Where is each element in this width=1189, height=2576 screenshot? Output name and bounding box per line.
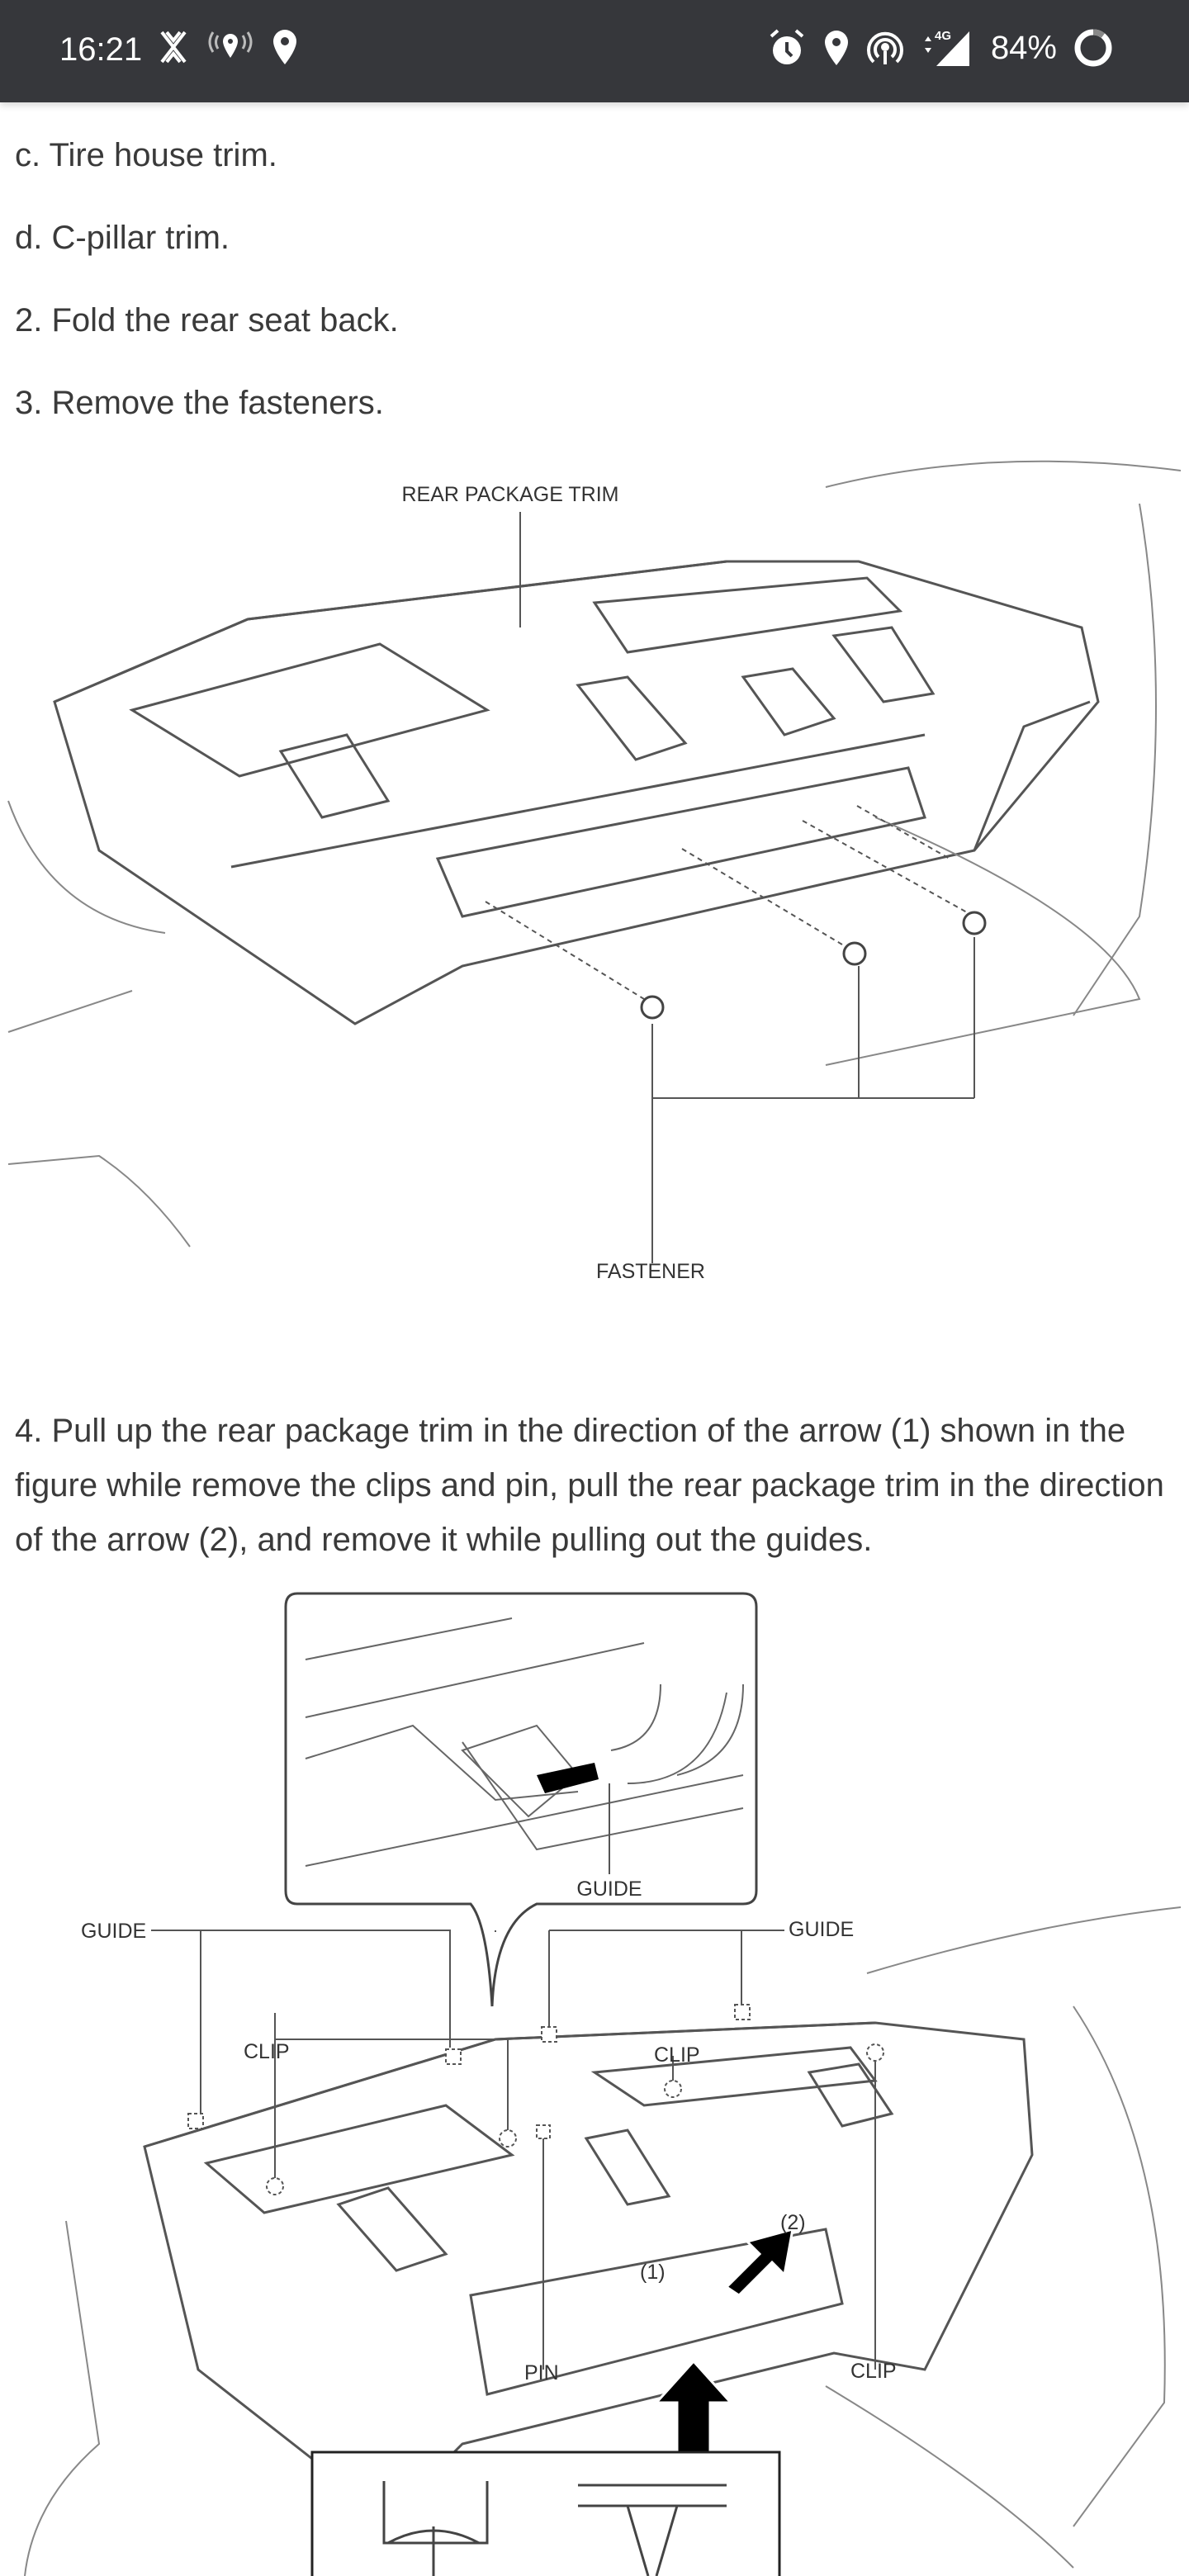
label-arrow-2: (2) xyxy=(780,2211,806,2234)
status-bar: 16:21 4G 84% xyxy=(0,0,1189,102)
hotspot-icon xyxy=(866,31,903,64)
arrow-1-icon xyxy=(653,2359,734,2454)
figure-rear-package-trim-fasteners: REAR PACKAGE TRIM FASTENER xyxy=(7,460,1182,1280)
network-type: 4G xyxy=(935,29,951,43)
label-fastener: FASTENER xyxy=(596,1260,705,1280)
clock: 16:21 xyxy=(59,31,143,68)
label-clip-right: CLIP xyxy=(850,2360,897,2383)
wireless-location-icon xyxy=(208,31,253,58)
step-text: 2. Fold the rear seat back. xyxy=(15,302,399,339)
location-icon xyxy=(824,31,848,65)
figure-remove-rear-package-trim: GUIDE GUIDE GUIDE CLIP CLIP CLIP PIN (1)… xyxy=(24,1592,1182,2576)
clip-detail-inset xyxy=(310,2451,781,2576)
step-4-text: 4. Pull up the rear package trim in the … xyxy=(15,1413,1164,1558)
label-guide-left: GUIDE xyxy=(81,1920,146,1943)
signal-icon: 4G xyxy=(924,29,969,66)
alarm-icon xyxy=(770,29,804,64)
label-pin: PIN xyxy=(524,2361,559,2384)
label-rear-package-trim: REAR PACKAGE TRIM xyxy=(401,483,618,506)
step-text: 3. Remove the fasteners. xyxy=(15,385,384,421)
label-clip-left: CLIP xyxy=(244,2040,290,2063)
location-icon xyxy=(273,30,296,64)
label-clip-center: CLIP xyxy=(654,2043,700,2067)
inset-detail: GUIDE xyxy=(284,1592,758,2007)
x-icon xyxy=(160,31,187,64)
step-text: c. Tire house trim. xyxy=(15,137,277,173)
step-text: d. C-pillar trim. xyxy=(15,220,230,256)
label-guide-right: GUIDE xyxy=(789,1918,854,1941)
label-guide-inset: GUIDE xyxy=(576,1878,642,1901)
label-arrow-1: (1) xyxy=(640,2261,666,2284)
battery-ring-icon xyxy=(1074,29,1112,67)
battery-percent: 84% xyxy=(990,29,1057,66)
arrow-2-icon xyxy=(724,2227,794,2297)
